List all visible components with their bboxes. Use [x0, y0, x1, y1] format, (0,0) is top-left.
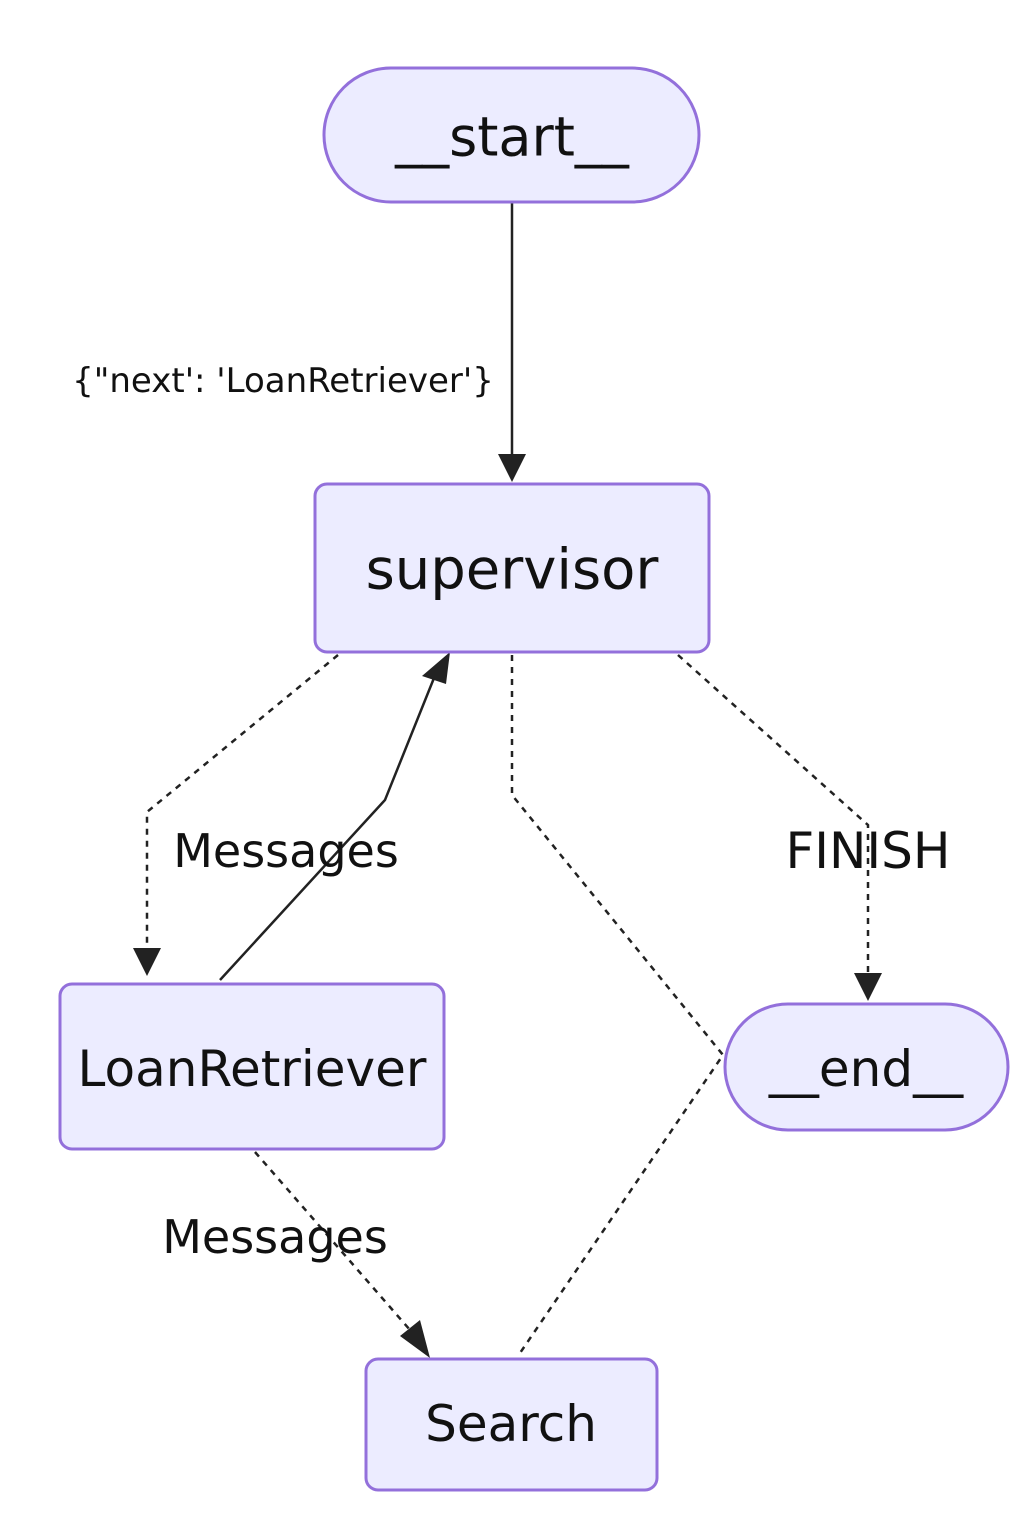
arrowhead-search-top	[400, 1320, 430, 1358]
edge-supervisor-to-search	[510, 655, 725, 1357]
edge-loanretriever-to-search	[254, 1151, 430, 1358]
node-supervisor[interactable]: supervisor	[313, 482, 711, 654]
node-search-label: Search	[425, 1395, 597, 1453]
node-supervisor-label: supervisor	[366, 538, 660, 603]
node-search[interactable]: Search	[364, 1357, 659, 1492]
edge-loanretriever-to-supervisor	[219, 652, 450, 981]
edge-label-loanretriever-to-supervisor: Messages	[173, 824, 399, 878]
edge-supervisor-to-loanretriever	[133, 654, 339, 976]
node-end-label: __end__	[768, 1040, 964, 1098]
arrowhead-loanretriever-top	[133, 948, 161, 976]
edge-label-loanretriever-to-search: Messages	[162, 1210, 388, 1264]
node-start-label: __start__	[394, 106, 630, 169]
edge-label-supervisor-to-end: FINISH	[786, 822, 951, 880]
arrowhead-supervisor-bottom	[422, 652, 450, 684]
edge-start-to-supervisor	[498, 203, 526, 482]
node-loanretriever-label: LoanRetriever	[78, 1040, 427, 1098]
node-loanretriever[interactable]: LoanRetriever	[58, 982, 446, 1151]
arrowhead-end-top	[854, 973, 882, 1001]
edge-label-start-to-supervisor: {"next': 'LoanRetriever'}	[72, 361, 494, 401]
node-end[interactable]: __end__	[723, 1002, 1010, 1132]
arrowhead-supervisor-top	[498, 454, 526, 482]
node-start[interactable]: __start__	[322, 66, 701, 204]
edge-supervisor-to-end	[677, 654, 882, 1001]
